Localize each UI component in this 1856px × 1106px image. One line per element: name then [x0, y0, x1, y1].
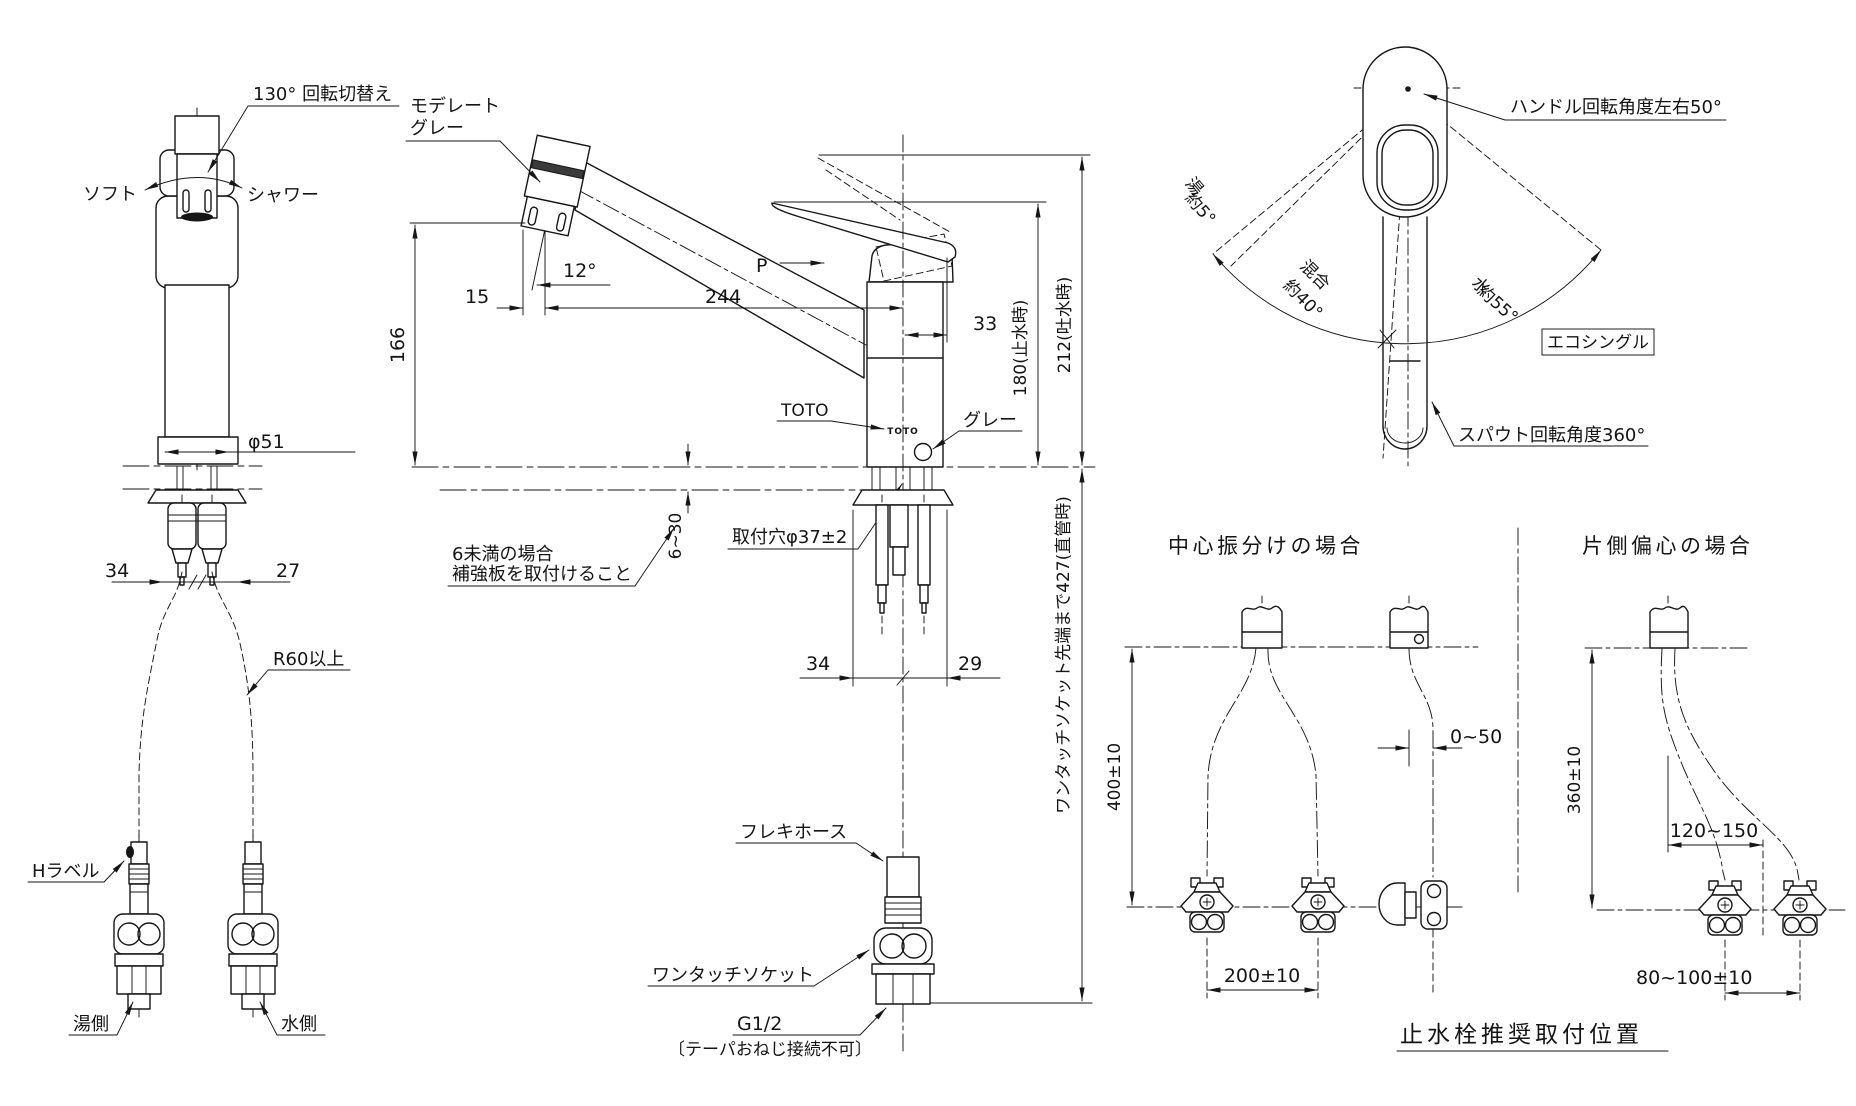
install-offset-title: 片側偏心の場合: [1582, 534, 1754, 558]
top-view: 湯 約5° 混合 約40° 水 約55° ハンドル回転角度左右50° エコシング…: [1180, 46, 1727, 471]
side-mounting-hardware: [852, 466, 954, 636]
dim-212: 212(吐水時): [1055, 277, 1075, 374]
one-touch-socket-label: ワンタッチソケット: [652, 965, 814, 986]
offset-faucet-stub: [1649, 595, 1689, 651]
side-faucet-body: TOTO: [771, 157, 957, 468]
mount-hole-label: 取付穴φ37±2: [732, 527, 847, 548]
spout-angle-dims: 12° 15 244: [465, 229, 904, 316]
reinforce-note-2: 補強板を取付けること: [452, 564, 632, 585]
shower-label: シャワー: [247, 185, 319, 206]
r60-label: R60以上: [273, 649, 344, 670]
offset-hose-right: [1674, 648, 1800, 881]
dim-120-150: 120~150: [1670, 820, 1758, 842]
toto-logo: TOTO: [887, 427, 919, 437]
h-label: Hラベル: [32, 861, 100, 882]
flex-hose-label: フレキホース: [740, 822, 847, 843]
spout-rotation-label: スパウト回転角度360°: [1458, 425, 1645, 446]
pivot-point: [1405, 86, 1411, 92]
eco-single-box: [1541, 328, 1655, 356]
rotation-switch-label: 130° 回転切替え: [253, 84, 392, 105]
toto-callout: TOTO: [780, 401, 829, 421]
hot-angle-label: 約5°: [1180, 188, 1219, 229]
g-half-note: 〔テーパおねじ接続不可〕: [668, 1040, 872, 1060]
recommended-position-note: 止水栓推奨取付位置: [1400, 1022, 1643, 1048]
spray-switch-arrow: [144, 177, 243, 191]
gray-index-dot: [913, 442, 933, 462]
center-faucet-stub-alt: [1389, 595, 1429, 651]
center-hose-left: [1206, 647, 1257, 877]
g-half-label: G1/2: [737, 1013, 782, 1035]
dim-180: 180(止水時): [1011, 300, 1031, 397]
dim-34-left: 34: [105, 560, 129, 582]
front-view: ソフト シャワー 130° 回転切替え φ51 34 27: [27, 84, 400, 1036]
hot-hose-curve: [138, 571, 183, 843]
handle-lever: [771, 202, 957, 263]
handle-rotation-label: ハンドル回転角度左右50°: [1510, 97, 1722, 118]
flex-hose-socket: [871, 856, 935, 1005]
handle-top-view: [1362, 46, 1448, 450]
moderate-gray-label-2: グレー: [410, 118, 464, 139]
moderate-gray-label-1: モデレート: [410, 96, 500, 117]
center-hose-offset: [1408, 647, 1434, 878]
dim-15: 15: [465, 286, 489, 308]
dim-244: 244: [705, 286, 741, 308]
dim-29-side: 29: [958, 653, 982, 675]
hot-side-label: 湯側: [73, 1014, 109, 1035]
soft-label: ソフト: [83, 184, 137, 205]
side-shank-dims: 34 29: [799, 509, 1001, 687]
eco-single-label: エコシングル: [1547, 333, 1649, 353]
p-label: P: [756, 255, 767, 277]
install-center-title: 中心振分けの場合: [1168, 534, 1364, 558]
dim-360: 360±10: [1565, 746, 1585, 814]
gray-callout: グレー: [963, 410, 1017, 431]
center-hose-right: [1267, 647, 1319, 877]
dia51-dim: φ51: [248, 431, 285, 453]
spout-head: [520, 134, 591, 237]
dim-34-side: 34: [806, 653, 830, 675]
center-faucet-stub: [1241, 595, 1283, 651]
front-faucet-body: [155, 115, 239, 465]
reinforce-note-1: 6未満の場合: [452, 544, 553, 565]
front-mounting-hardware: [147, 465, 247, 586]
dim-33: 33: [973, 313, 997, 335]
install-center-diagram: 中心振分けの場合 400±10 0~50 200±10: [1105, 534, 1502, 999]
cold-angle-label: 約55°: [1473, 281, 1521, 327]
cold-side-label: 水側: [281, 1014, 317, 1035]
front-hose-offset-dims: 34 27: [105, 560, 300, 590]
install-offset-diagram: 片側偏心の場合 360±10 120~150 80~100±10: [1565, 534, 1846, 1001]
spout-tube: [574, 161, 867, 379]
cold-hose-curve: [211, 571, 254, 843]
dim-80-100: 80~100±10: [1636, 967, 1752, 989]
dim-27-right: 27: [276, 560, 300, 582]
side-view: TOTO モデレート グレー 12° 15 244 166 P 33 180(止…: [387, 96, 1096, 1060]
dim-6-30: 6~30: [666, 513, 686, 560]
dim-0-50: 0~50: [1450, 726, 1502, 748]
dim-427: ワンタッチソケット先端まで427(直管時): [1054, 496, 1074, 814]
h-label-dot: [126, 846, 134, 858]
dim-166: 166: [387, 327, 409, 363]
handle-rotation-arc: [1212, 249, 1602, 345]
dim-12deg: 12°: [563, 260, 597, 282]
dim-400: 400±10: [1105, 743, 1125, 811]
dim-200: 200±10: [1224, 965, 1300, 987]
